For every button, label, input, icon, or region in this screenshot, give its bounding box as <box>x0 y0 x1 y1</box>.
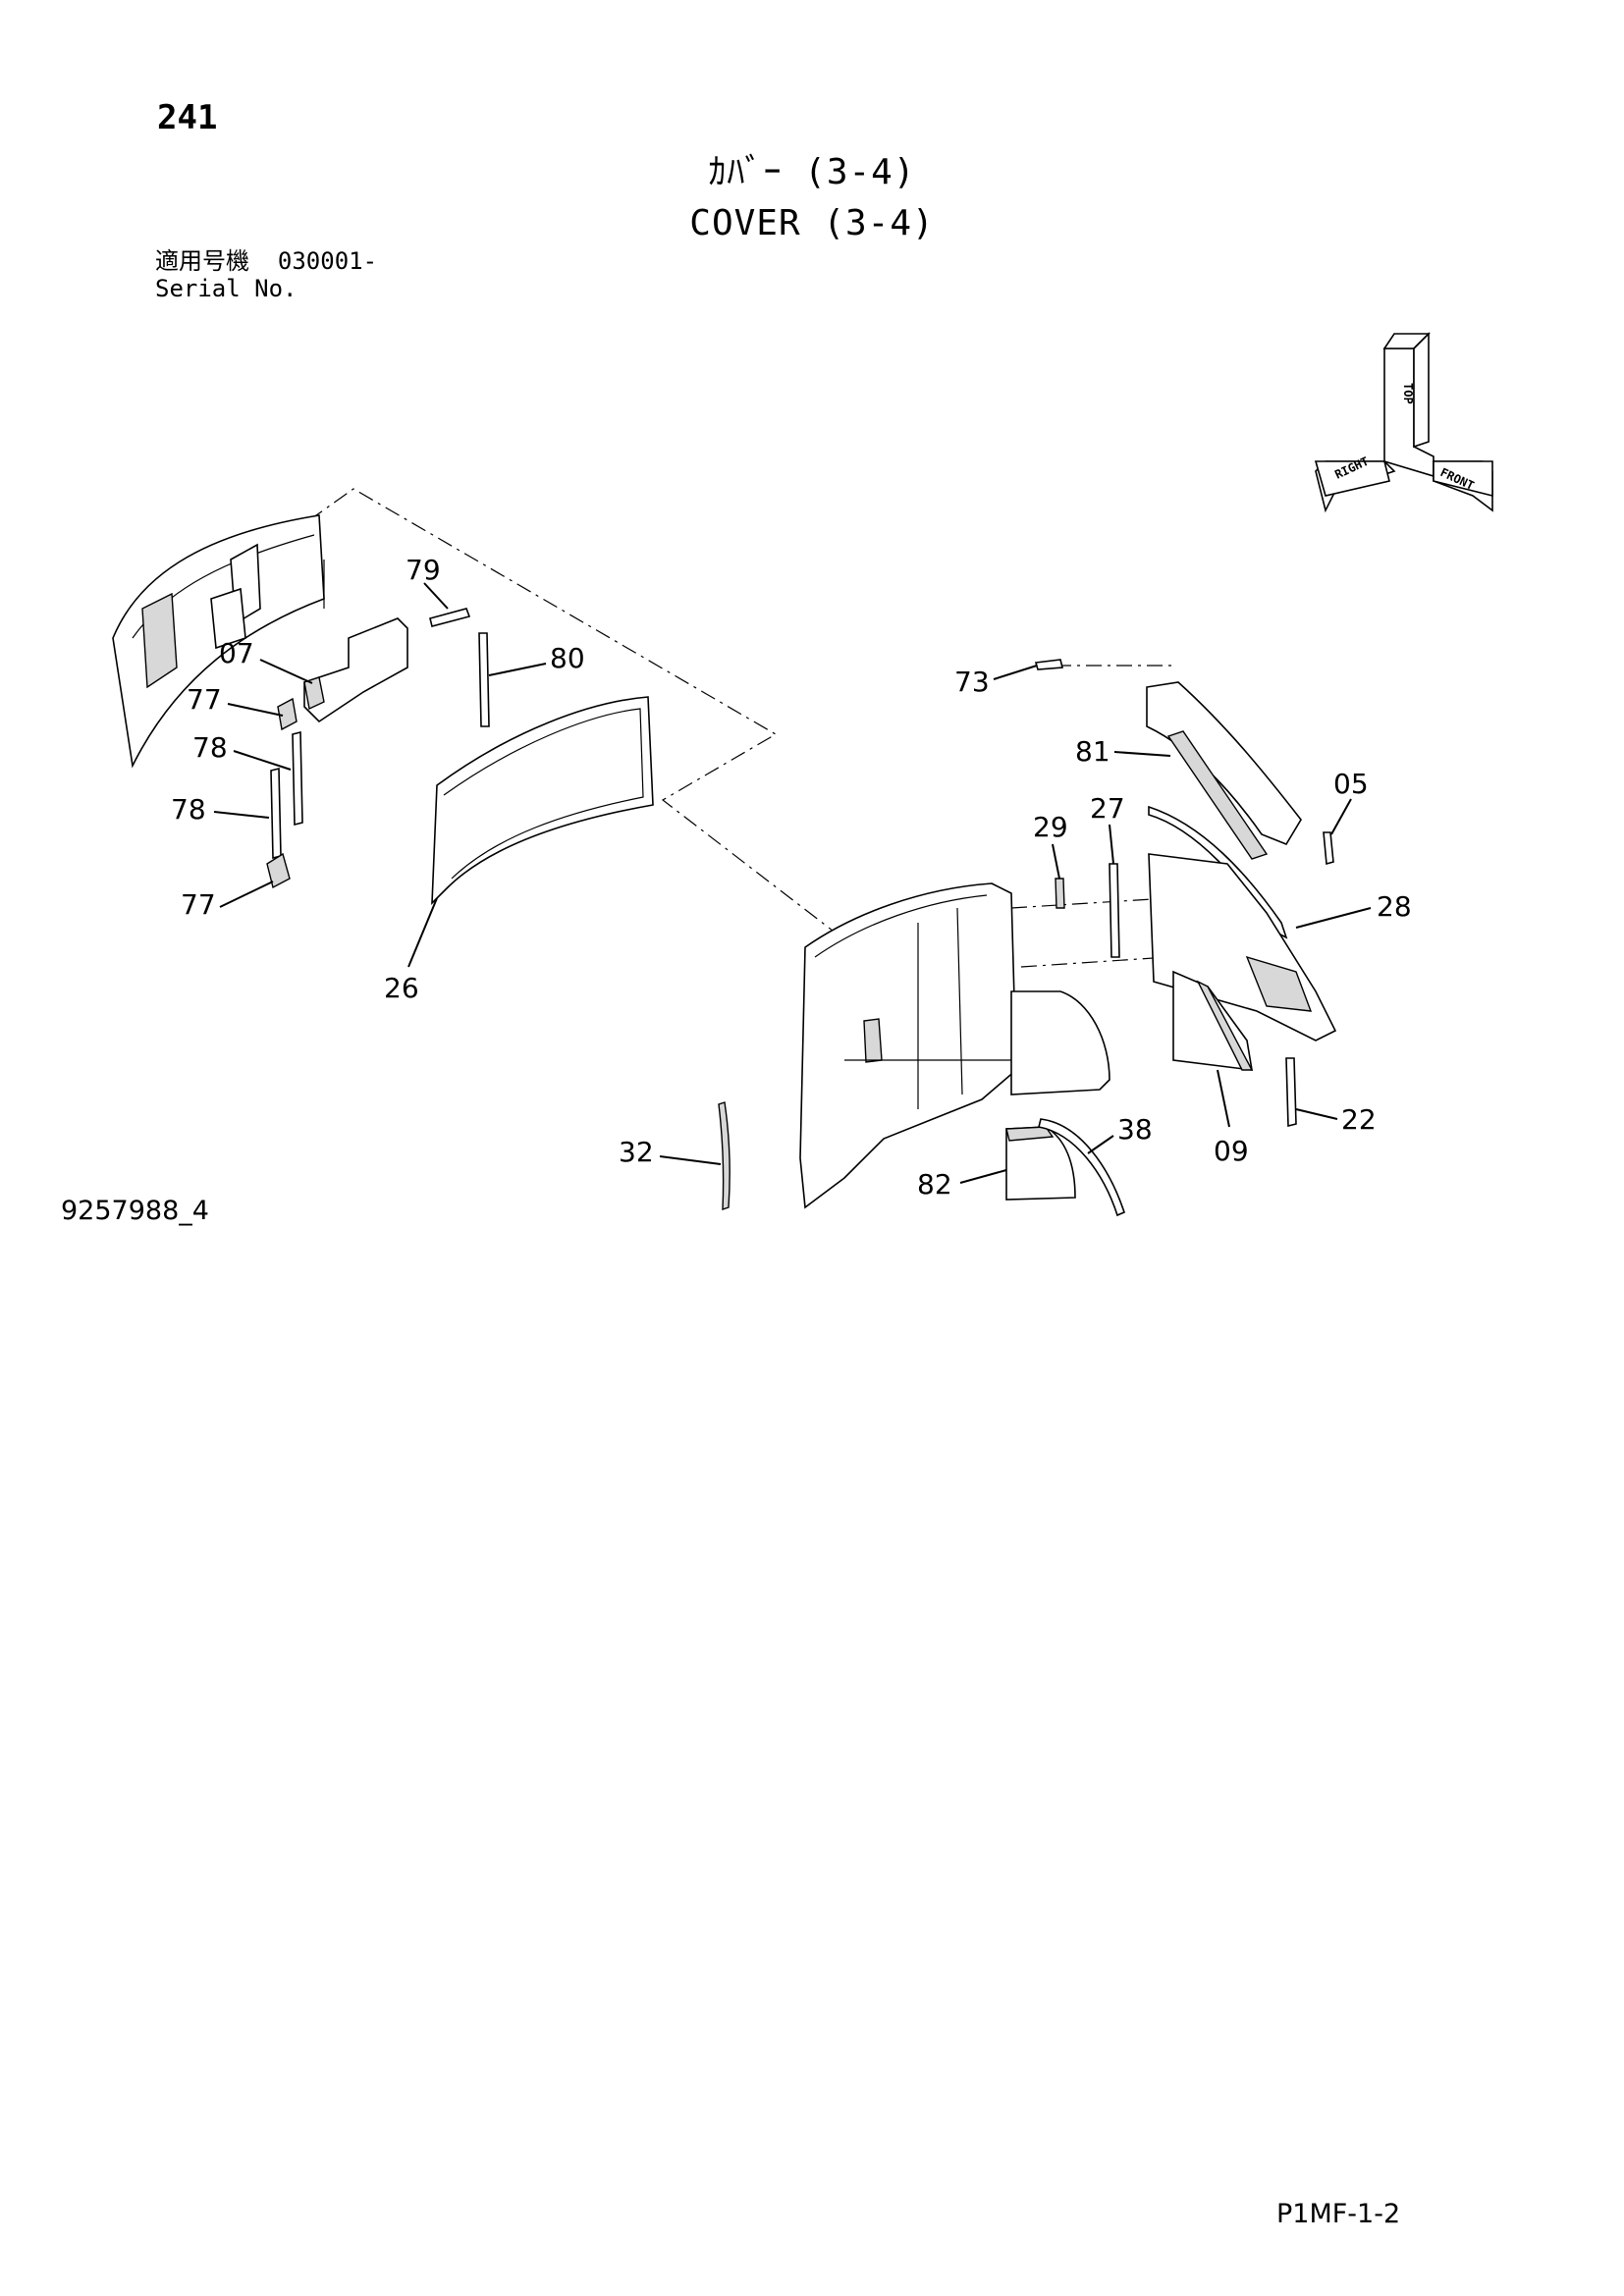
sheet-code: P1MF-1-2 <box>1276 2199 1401 2229</box>
title-japanese: ｶﾊﾞｰ (3-4) <box>708 152 916 192</box>
callout-27: 27 <box>1090 792 1125 825</box>
leader-09 <box>1217 1069 1230 1128</box>
leader-77-upper <box>227 703 284 717</box>
callout-07: 07 <box>219 637 254 669</box>
leader-82 <box>959 1169 1007 1184</box>
leader-77-lower <box>219 881 274 908</box>
leader-73 <box>993 665 1038 680</box>
part-77-upper <box>277 697 298 731</box>
leader-79 <box>423 582 449 610</box>
part-82 <box>1005 1126 1076 1201</box>
part-32 <box>718 1101 731 1210</box>
part-29 <box>1055 878 1065 909</box>
callout-09: 09 <box>1214 1135 1249 1167</box>
leader-26 <box>407 897 438 968</box>
leader-05 <box>1330 798 1352 835</box>
callout-78-lower: 78 <box>171 793 206 826</box>
part-09 <box>1172 970 1254 1071</box>
page-number: 241 <box>157 98 218 137</box>
assembly-line-4 <box>1020 956 1169 968</box>
part-81 <box>1146 681 1302 860</box>
leader-38 <box>1087 1135 1114 1154</box>
callout-80: 80 <box>550 642 585 674</box>
part-22 <box>1285 1057 1297 1128</box>
callout-79: 79 <box>406 554 441 586</box>
part-07 <box>303 617 408 723</box>
part-05 <box>1323 831 1334 866</box>
part-27 <box>1109 863 1120 958</box>
serial-label-jp: 適用号機 <box>155 247 249 275</box>
callout-82: 82 <box>917 1168 952 1201</box>
callout-38: 38 <box>1117 1113 1153 1146</box>
serial-block: 適用号機 030001- Serial No. <box>155 247 377 302</box>
callout-81: 81 <box>1075 735 1110 768</box>
orientation-label-top: TOP <box>1401 383 1415 404</box>
serial-value: 030001- <box>277 247 378 275</box>
serial-row-jp: 適用号機 030001- <box>155 247 377 275</box>
part-73 <box>1034 659 1064 670</box>
callout-29: 29 <box>1033 811 1068 843</box>
left-cover-panel <box>112 514 325 769</box>
leader-81 <box>1113 751 1171 757</box>
callout-32: 32 <box>619 1136 654 1168</box>
callout-73: 73 <box>954 666 990 698</box>
callout-26: 26 <box>384 972 419 1004</box>
assembly-line-3 <box>1010 897 1169 909</box>
leader-32 <box>659 1155 722 1165</box>
leader-78-upper <box>233 750 292 771</box>
leader-27 <box>1109 824 1114 865</box>
callout-78-upper: 78 <box>192 731 228 764</box>
leader-28 <box>1295 907 1372 929</box>
title-block: ｶﾊﾞｰ (3-4) COVER (3-4) <box>0 147 1624 249</box>
callout-77-upper: 77 <box>187 683 222 716</box>
leader-78-lower <box>213 811 270 819</box>
part-78-lower <box>270 767 282 860</box>
part-79 <box>429 608 471 627</box>
part-80 <box>478 632 490 727</box>
leader-22 <box>1295 1108 1338 1120</box>
leader-07 <box>259 659 313 684</box>
serial-label-en: Serial No. <box>155 275 298 302</box>
callout-22: 22 <box>1341 1103 1377 1136</box>
right-cover-assembly <box>799 882 1110 1209</box>
leader-80 <box>488 663 547 676</box>
callout-05: 05 <box>1333 768 1369 800</box>
leader-29 <box>1052 843 1060 880</box>
orientation-indicator: TOP RIGHT FRONT <box>1314 332 1493 513</box>
part-38 <box>1038 1118 1125 1217</box>
part-78-upper <box>292 730 303 827</box>
title-english: COVER (3-4) <box>689 203 935 243</box>
part-77-lower <box>266 852 291 889</box>
assembly-line <box>308 488 855 948</box>
part-26-seal-frame <box>431 696 654 906</box>
callout-77-lower: 77 <box>181 888 216 921</box>
callout-28: 28 <box>1377 890 1412 923</box>
drawing-id: 9257988_4 <box>61 1196 209 1226</box>
